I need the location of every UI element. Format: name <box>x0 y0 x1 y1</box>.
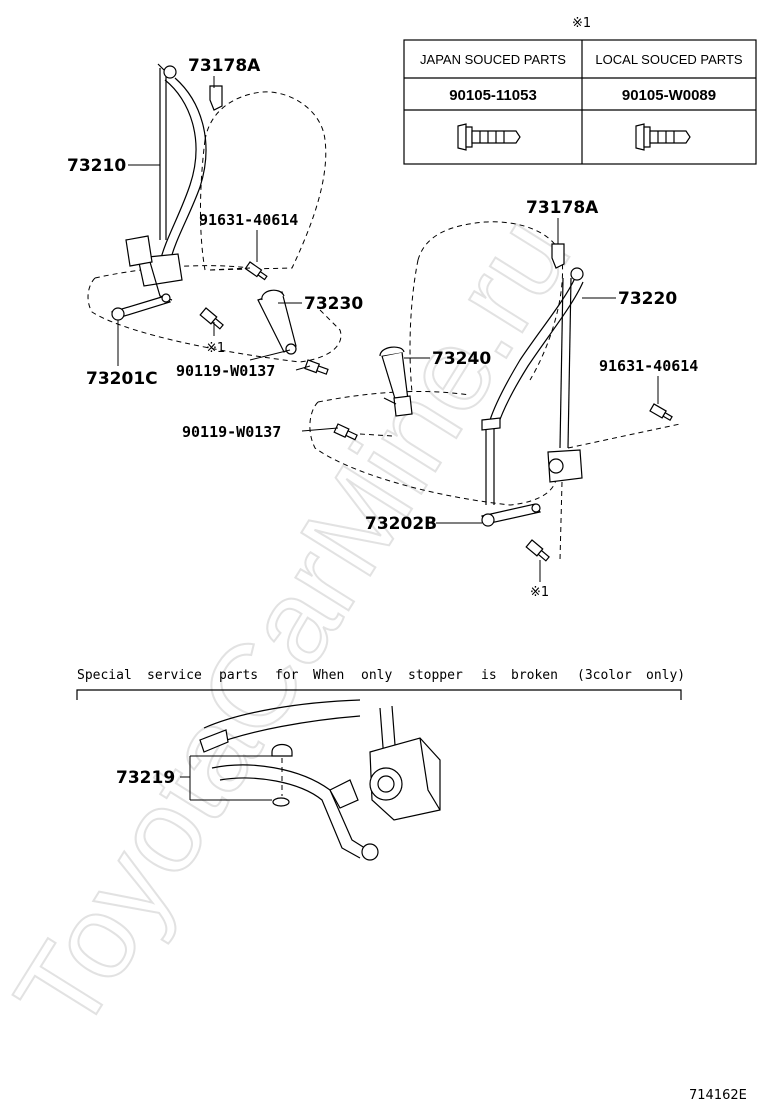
figure-id: 714162E <box>689 1088 747 1103</box>
special-word-1: Special <box>77 668 132 683</box>
callout-91631-left: 91631-40614 <box>199 211 298 229</box>
callout-73230: 73230 <box>304 294 363 314</box>
special-word-5: When <box>313 668 344 683</box>
callout-91631-right: 91631-40614 <box>599 357 698 375</box>
special-word-3: parts <box>219 668 258 683</box>
callout-73178a-right: 73178A <box>526 198 599 218</box>
special-word-9: broken <box>511 668 558 683</box>
legend-marker: ※1 <box>572 16 591 31</box>
callout-73202b: 73202B <box>365 514 437 534</box>
legend-table: ※1 JAPAN SOUCED PARTS LOCAL SOUCED PARTS… <box>403 16 757 165</box>
watermark: ToyotaCarMine.ru <box>0 194 596 1054</box>
callout-90119-upper: 90119-W0137 <box>176 362 275 380</box>
special-word-2: service <box>147 668 202 683</box>
legend-border <box>403 39 757 165</box>
special-word-8: is <box>481 668 497 683</box>
bolt-local-icon <box>635 123 691 151</box>
special-service-section: Special service parts for When only stop… <box>76 668 685 861</box>
callout-73240: 73240 <box>432 349 491 369</box>
bolt-japan-icon <box>457 123 521 151</box>
callout-73219: 73219 <box>116 768 175 788</box>
legend-part-japan: 90105-11053 <box>449 87 537 104</box>
special-word-4: for <box>275 668 299 683</box>
callout-mark1-left: ※1 <box>206 341 225 356</box>
callout-90119-lower: 90119-W0137 <box>182 423 281 441</box>
special-word-7: stopper <box>408 668 463 683</box>
legend-col-japan: JAPAN SOUCED PARTS <box>420 52 566 67</box>
callout-mark1-right: ※1 <box>530 585 549 600</box>
left-seat-assembly <box>87 63 342 375</box>
legend-part-local: 90105-W0089 <box>622 87 716 104</box>
callouts: 73178A 73210 91631-40614 73230 ※1 73201C… <box>67 56 698 600</box>
callout-73220: 73220 <box>618 289 677 309</box>
special-word-11: only) <box>646 668 685 683</box>
right-seat-assembly <box>309 221 681 562</box>
callout-73178a-left: 73178A <box>188 56 261 76</box>
callout-73210: 73210 <box>67 156 126 176</box>
callout-73201c: 73201C <box>86 369 158 389</box>
legend-col-local: LOCAL SOUCED PARTS <box>595 52 742 67</box>
special-bracket <box>76 689 682 700</box>
special-word-6: only <box>361 668 392 683</box>
special-word-10: (3color <box>577 668 632 683</box>
